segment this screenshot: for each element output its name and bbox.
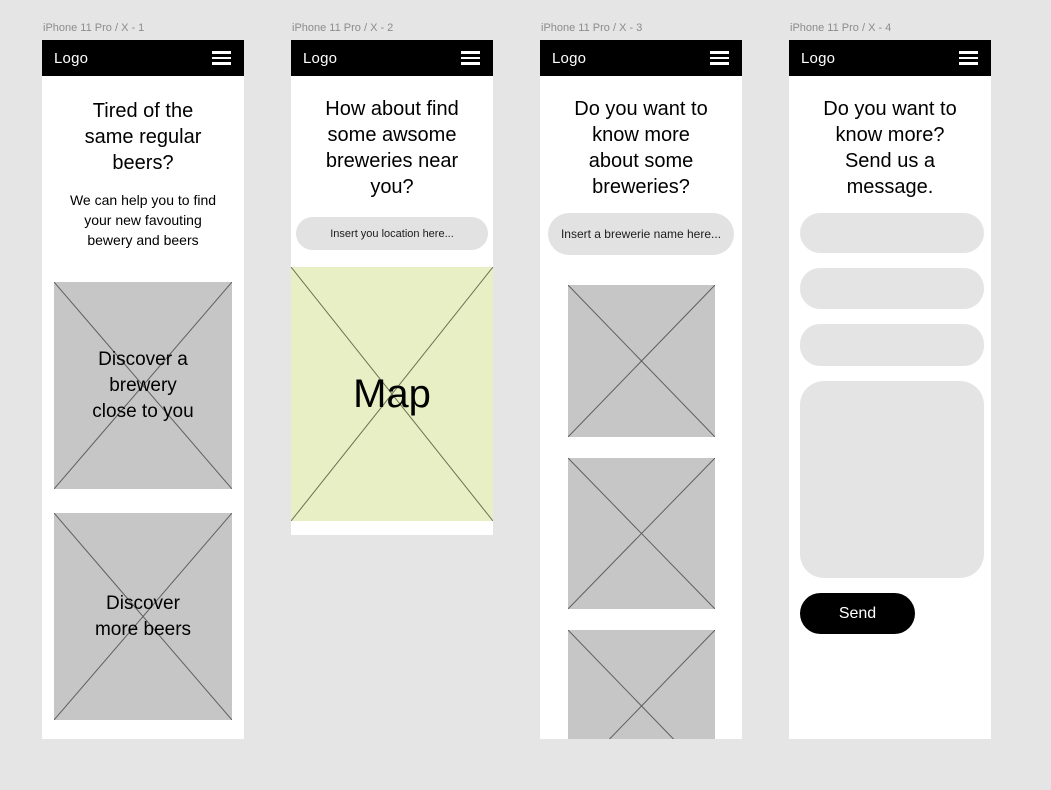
hamburger-menu-icon[interactable]: [212, 49, 231, 67]
discover-beers-tile[interactable]: Discover more beers: [54, 513, 232, 720]
contact-field-1[interactable]: [800, 213, 984, 253]
mobile-frame-2: iPhone 11 Pro / X - 2 Logo How about fin…: [291, 21, 493, 535]
phone-screen-2: Logo How about find some awsome brewerie…: [291, 40, 493, 535]
contact-field-3[interactable]: [800, 324, 984, 366]
page-title: Tired of the same regular beers?: [84, 100, 202, 174]
mobile-frame-4: iPhone 11 Pro / X - 4 Logo Do you want t…: [789, 21, 991, 739]
logo: Logo: [552, 49, 587, 67]
logo: Logo: [801, 49, 836, 67]
map-placeholder[interactable]: Map: [291, 267, 493, 521]
mobile-frame-1: iPhone 11 Pro / X - 1 Logo Tired of the …: [42, 21, 244, 739]
app-bar: Logo: [42, 40, 244, 76]
brewery-name-input[interactable]: [548, 213, 734, 255]
location-input[interactable]: [296, 217, 488, 250]
app-bar: Logo: [789, 40, 991, 76]
logo: Logo: [54, 49, 89, 67]
placeholder-cross-icon: [54, 513, 232, 720]
hamburger-menu-icon[interactable]: [710, 49, 729, 67]
page-title: Do you want to know more? Send us a mess…: [823, 98, 957, 198]
placeholder-cross-icon: [291, 267, 493, 521]
frame-title[interactable]: iPhone 11 Pro / X - 4: [790, 22, 892, 34]
logo: Logo: [303, 49, 338, 67]
placeholder-cross-icon: [568, 285, 715, 437]
phone-screen-3: Logo Do you want to know more about some…: [540, 40, 742, 739]
app-bar: Logo: [291, 40, 493, 76]
brewery-image-placeholder-2: [568, 458, 715, 609]
placeholder-cross-icon: [54, 282, 232, 489]
placeholder-cross-icon: [568, 458, 715, 609]
page-title: How about find some awsome breweries nea…: [325, 98, 459, 198]
brewery-image-placeholder-1: [568, 285, 715, 437]
mobile-frame-3: iPhone 11 Pro / X - 3 Logo Do you want t…: [540, 21, 742, 739]
hamburger-menu-icon[interactable]: [959, 49, 978, 67]
send-button[interactable]: Send: [800, 593, 915, 634]
contact-field-2[interactable]: [800, 268, 984, 309]
page-title: Do you want to know more about some brew…: [574, 98, 708, 198]
phone-screen-4: Logo Do you want to know more? Send us a…: [789, 40, 991, 739]
discover-brewery-tile[interactable]: Discover a brewery close to you: [54, 282, 232, 489]
frame-title[interactable]: iPhone 11 Pro / X - 2: [292, 22, 394, 34]
page-subtitle: We can help you to find your new favouti…: [69, 192, 217, 248]
tile-label: Discover more beers: [94, 592, 192, 640]
message-textarea[interactable]: [800, 381, 984, 578]
hamburger-menu-icon[interactable]: [461, 49, 480, 67]
app-bar: Logo: [540, 40, 742, 76]
phone-screen-1: Logo Tired of the same regular beers? We…: [42, 40, 244, 739]
frame-title[interactable]: iPhone 11 Pro / X - 1: [43, 22, 145, 34]
placeholder-cross-icon: [568, 630, 715, 739]
brewery-image-placeholder-3: [568, 630, 715, 739]
tile-label: Discover a brewery close to you: [92, 348, 194, 422]
map-label: Map: [353, 372, 431, 416]
frame-title[interactable]: iPhone 11 Pro / X - 3: [541, 22, 643, 34]
